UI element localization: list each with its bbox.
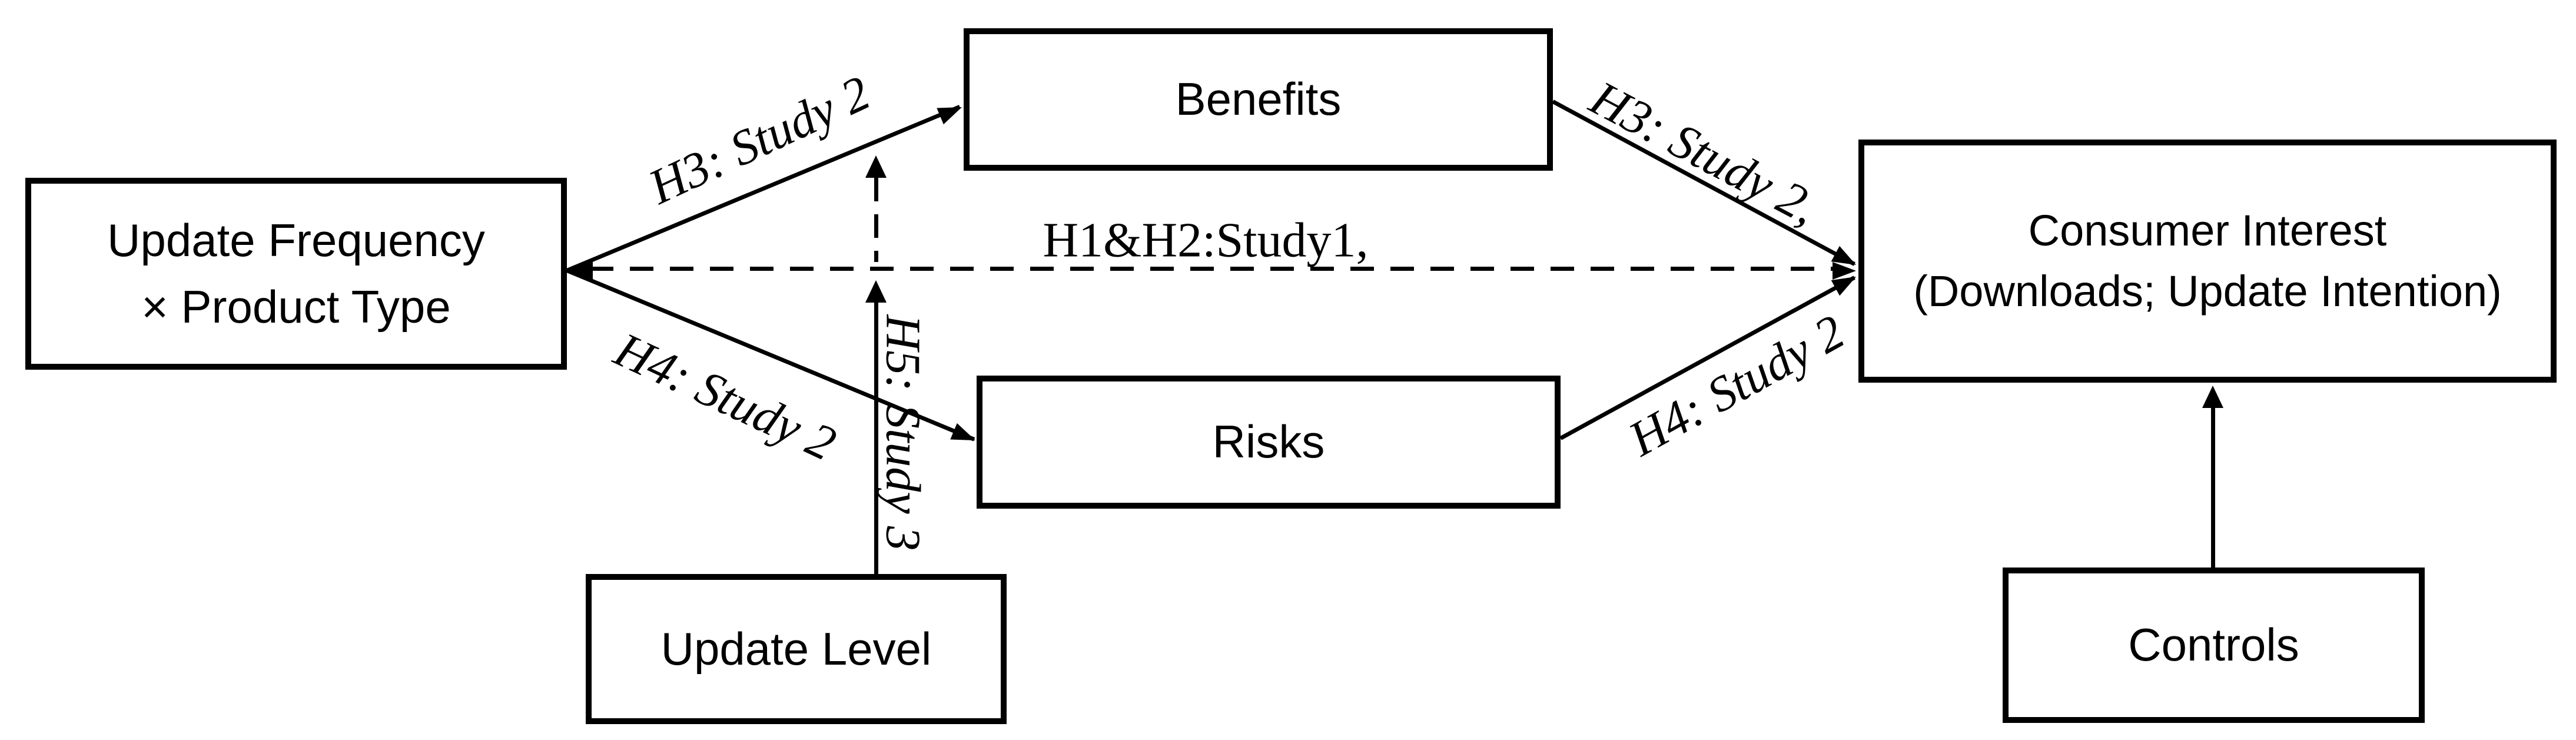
box-benefits-label: Benefits <box>1175 73 1342 125</box>
box-consumer-interest-line2: (Downloads; Update Intention) <box>1913 266 2502 316</box>
box-consumer-interest-line1: Consumer Interest <box>2028 206 2387 255</box>
edge-update-level-dashed-arrowhead-icon <box>865 155 887 178</box>
box-benefits: Benefits <box>964 28 1553 171</box>
edge-controls-to-ci-arrowhead-icon <box>2202 386 2223 408</box>
box-update-level: Update Level <box>586 574 1007 724</box>
edge-label-h4-left: H4: Study 2 <box>606 322 844 472</box>
box-update-level-label: Update Level <box>660 622 932 675</box>
edge-label-h3-left: H3: Study 2 <box>640 65 878 215</box>
edge-update-level-solid-line <box>874 300 878 574</box>
box-controls-label: Controls <box>2128 619 2299 671</box>
edge-controls-to-ci-line <box>2211 406 2215 568</box>
box-update-frequency-line1: Update Frequency <box>107 214 485 266</box>
box-controls: Controls <box>2003 568 2425 723</box>
edge-uf-to-benefits-arrowhead-icon <box>937 99 965 125</box>
edge-update-level-solid-arrowhead-icon <box>865 280 887 303</box>
box-risks: Risks <box>977 376 1561 509</box>
box-consumer-interest: Consumer Interest (Downloads; Update Int… <box>1858 140 2557 383</box>
edge-label-h5: H5: Study 3 <box>875 314 931 551</box>
box-update-frequency-line2: × Product Type <box>141 281 451 333</box>
edge-uf-to-ci-left-arrowhead-icon <box>569 262 593 280</box>
edge-update-level-dashed-line <box>874 178 878 262</box>
edge-label-h1h2: H1&H2:Study1, <box>1043 213 1369 268</box>
edge-uf-to-ci-dashed-line <box>590 267 1834 271</box>
box-risks-label: Risks <box>1212 416 1325 468</box>
box-update-frequency-product-type: Update Frequency × Product Type <box>25 178 567 370</box>
edge-uf-to-risks-arrowhead-icon <box>950 423 979 449</box>
edge-label-h3-right: H3: Study 2, <box>1581 70 1827 236</box>
